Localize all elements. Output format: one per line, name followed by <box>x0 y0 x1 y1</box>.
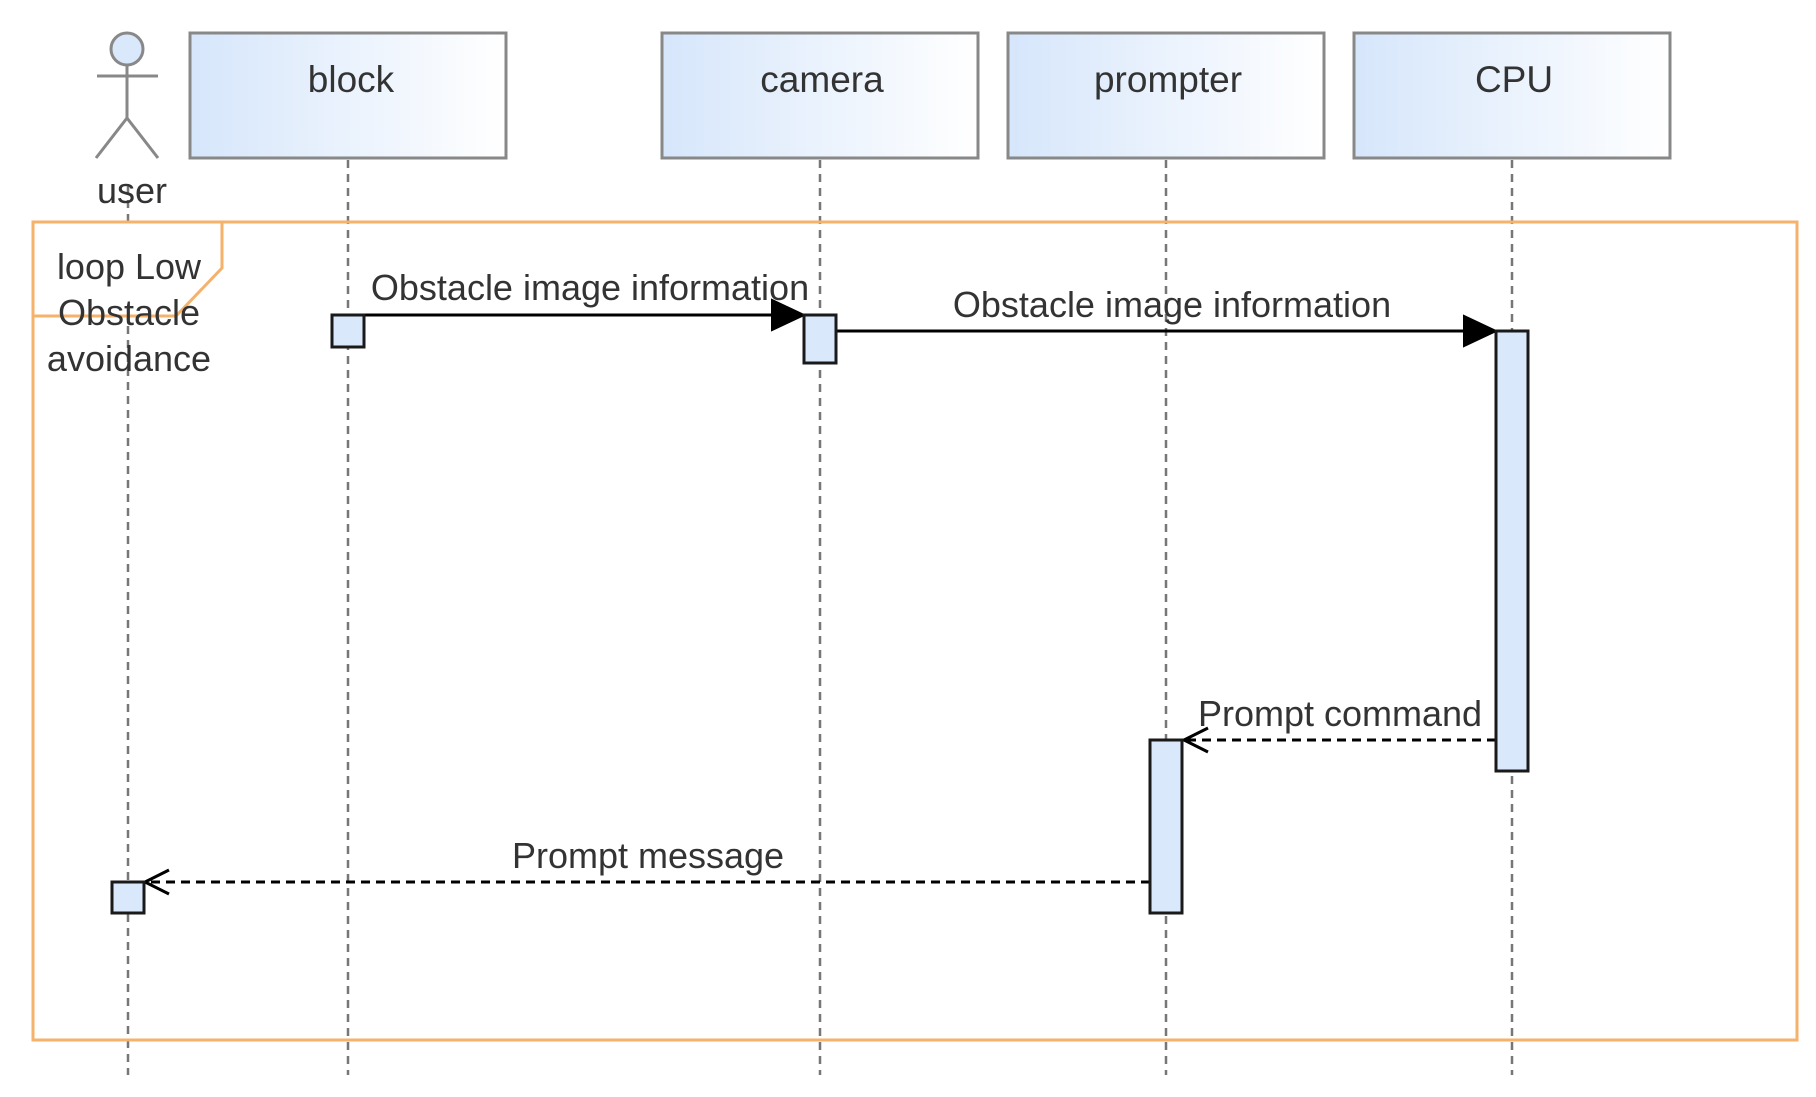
message-1-arrowhead <box>771 298 807 332</box>
prompter-box <box>1006 31 1326 160</box>
camera-box <box>660 31 980 160</box>
cpu-box <box>1352 31 1672 160</box>
message-3-label: Prompt command <box>1198 693 1482 734</box>
message-2-arrowhead <box>1463 314 1499 348</box>
prompter-label: prompter <box>1094 59 1242 100</box>
message-1-label: Obstacle image information <box>371 267 809 308</box>
message-2-label: Obstacle image information <box>953 284 1391 325</box>
camera-activation <box>802 313 838 365</box>
block-label: block <box>308 59 395 100</box>
message-4-label: Prompt message <box>512 835 784 876</box>
block-box <box>188 31 508 160</box>
message-3-arrowhead <box>1180 726 1209 754</box>
loop-label-line2: Obstacle <box>58 292 200 333</box>
user-label: user <box>97 170 167 211</box>
loop-frame <box>31 220 1799 1042</box>
prompter-activation <box>1148 738 1184 915</box>
loop-label-line3: avoidance <box>47 338 211 379</box>
cpu-activation <box>1494 329 1530 773</box>
user-activation <box>110 880 146 915</box>
block-activation <box>330 313 366 349</box>
loop-label-tab <box>31 220 224 318</box>
loop-label-line1: loop Low <box>57 246 202 287</box>
user-actor-icon <box>94 31 160 159</box>
cpu-label: CPU <box>1475 59 1553 100</box>
camera-label: camera <box>760 59 884 100</box>
